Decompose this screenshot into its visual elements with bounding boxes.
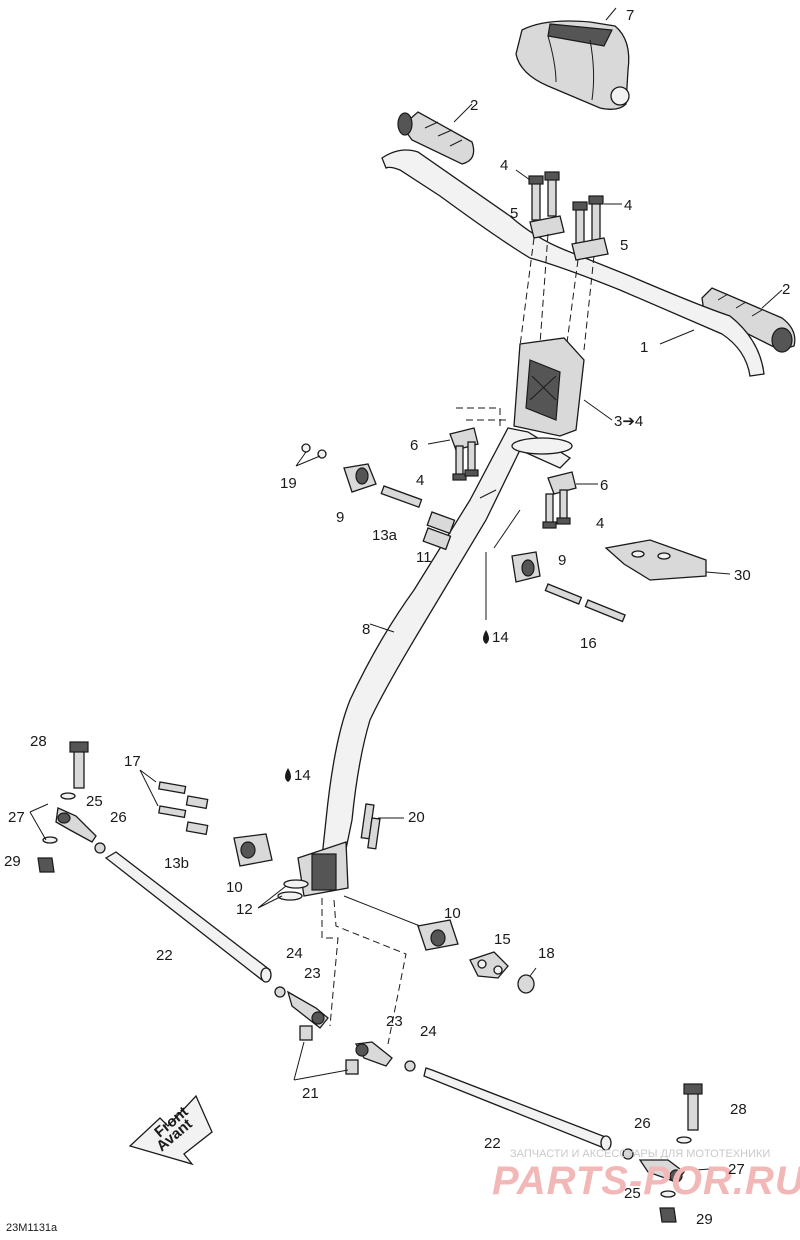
lower-clamps: [427, 407, 598, 529]
callout-19: 19: [280, 475, 297, 492]
upper-clamp-bolts: [515, 169, 622, 261]
callout-22-a: 22: [156, 947, 173, 964]
callout-5-b: 5: [620, 237, 628, 254]
callout-1: 1: [640, 339, 648, 356]
handlebar: [381, 149, 765, 377]
callout-24-b: 24: [420, 1023, 437, 1040]
grip-right: [701, 287, 796, 353]
steering-column: [297, 427, 573, 897]
callout-6-a: 6: [410, 437, 418, 454]
callout-25-a: 25: [86, 793, 103, 810]
callout-6-b: 6: [600, 477, 608, 494]
callout-11: 11: [416, 549, 432, 566]
watermark-line1: ЗАПЧАСТИ И АКСЕССУАРЫ ДЛЯ МОТОТЕХНИКИ: [510, 1148, 770, 1160]
callout-29-b: 29: [696, 1211, 713, 1228]
callout-4-b: 4: [624, 197, 632, 214]
callout-14-b: 14: [294, 767, 311, 784]
callout-5-a: 5: [510, 205, 518, 222]
handlebar-clamp: [513, 337, 613, 437]
callout-7: 7: [626, 7, 634, 24]
callout-26-a: 26: [110, 809, 127, 826]
callout-4-a: 4: [500, 157, 508, 174]
callout-21: 21: [302, 1085, 319, 1102]
side-bushing: [511, 551, 626, 623]
callout-18: 18: [538, 945, 555, 962]
callout-24-a: 24: [286, 945, 303, 962]
callouts: 7 2 2 1 4 4 5 5 3➔4 6 6 4 4 19 9 9 13a 1…: [4, 7, 790, 1228]
callout-3: 3➔4: [614, 413, 643, 430]
callout-29-a: 29: [4, 853, 21, 870]
tie-rod-end-left: [29, 803, 106, 854]
callout-8: 8: [362, 621, 370, 638]
callout-13b: 13b: [164, 855, 189, 872]
front-arrow-icon: Front Avant: [128, 1094, 213, 1166]
watermark: ЗАПЧАСТИ И АКСЕССУАРЫ ДЛЯ МОТОТЕХНИКИ PA…: [492, 1148, 800, 1203]
callout-27-b: 27: [728, 1161, 745, 1178]
callout-2-left: 2: [470, 97, 478, 114]
callout-14-a: 14: [492, 629, 509, 646]
drawing-code: 23M1131a: [6, 1222, 58, 1234]
callout-13a: 13a: [372, 527, 398, 544]
lower-bushing: [233, 833, 309, 909]
drop-icon: [483, 630, 489, 644]
tie-rod-right: [345, 1041, 725, 1223]
callout-17: 17: [124, 753, 141, 770]
callout-2-right: 2: [782, 281, 790, 298]
handlebar-pad: [515, 7, 630, 110]
callout-15: 15: [494, 931, 511, 948]
steering-arm-linkage: [343, 895, 537, 994]
callout-22-b: 22: [484, 1135, 501, 1152]
callout-26-b: 26: [634, 1115, 651, 1132]
skid-plate: [604, 539, 731, 581]
lower-bolts: [37, 741, 404, 873]
callout-12: 12: [236, 901, 253, 918]
callout-28-a: 28: [30, 733, 47, 750]
upper-bushing: [295, 443, 456, 551]
callout-10-b: 10: [444, 905, 461, 922]
callout-23-a: 23: [304, 965, 321, 982]
callout-9-a: 9: [336, 509, 344, 526]
callout-28-b: 28: [730, 1101, 747, 1118]
callout-4-d: 4: [596, 515, 604, 532]
callout-10-a: 10: [226, 879, 243, 896]
drop-icon: [285, 768, 291, 782]
watermark-line2: PARTS-POR.RU: [492, 1159, 800, 1203]
tie-rod-left: [104, 851, 329, 1041]
grip-left: [397, 103, 475, 165]
callout-30: 30: [734, 567, 751, 584]
callout-4-c: 4: [416, 472, 424, 489]
callout-9-b: 9: [558, 552, 566, 569]
callout-27-a: 27: [8, 809, 25, 826]
callout-25-b: 25: [624, 1185, 641, 1202]
callout-16: 16: [580, 635, 597, 652]
callout-23-b: 23: [386, 1013, 403, 1030]
callout-20: 20: [408, 809, 425, 826]
